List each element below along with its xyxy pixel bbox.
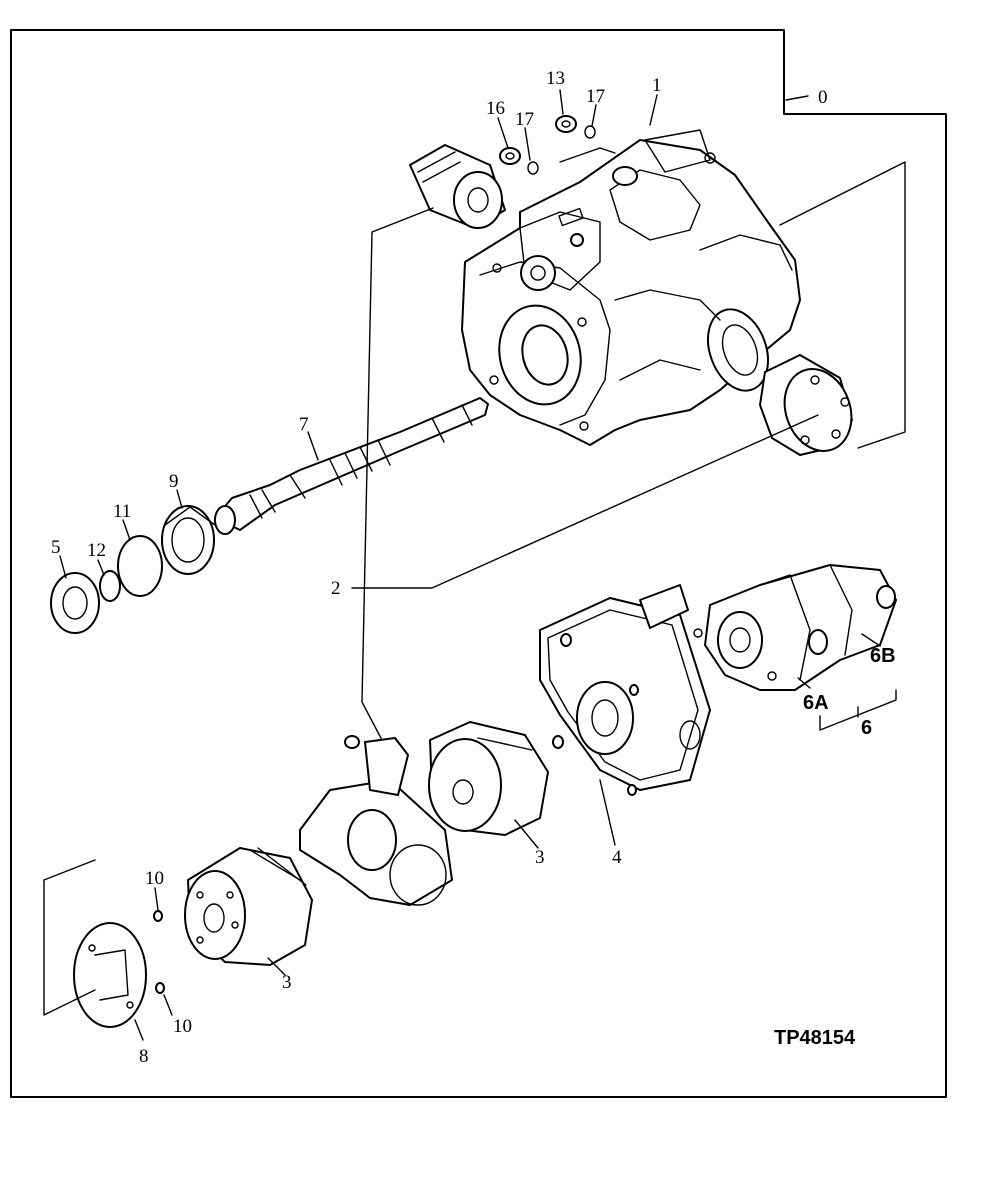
valve-plate xyxy=(73,922,147,1028)
callout-3b: 3 xyxy=(282,972,292,993)
housing-bracket-line xyxy=(779,161,906,449)
callout-6b-leader xyxy=(861,633,881,647)
dowel-pin-lower xyxy=(155,982,165,994)
end-cover xyxy=(539,584,711,796)
callout-7: 7 xyxy=(299,414,309,435)
frame-border xyxy=(10,29,947,1098)
snap-ring-small xyxy=(99,570,121,602)
callout-17b: 17 xyxy=(586,86,605,107)
callout-0-leader xyxy=(785,95,809,101)
callout-8: 8 xyxy=(139,1046,149,1067)
callout-4: 4 xyxy=(612,847,622,868)
callout-6b: 6B xyxy=(870,645,896,667)
callout-10b: 10 xyxy=(173,1016,192,1037)
o-ring-17-left xyxy=(527,161,539,175)
callout-17a: 17 xyxy=(515,109,534,130)
callout-10b-leader xyxy=(163,994,173,1016)
dowel-pin-upper xyxy=(153,910,163,922)
pump-housing xyxy=(461,129,853,456)
callout-16-leader xyxy=(497,117,509,149)
gear-pump xyxy=(693,564,897,691)
shaft-seal xyxy=(50,572,100,634)
callout-9-leader xyxy=(176,489,183,509)
callout-7-leader xyxy=(307,431,319,461)
plug-13 xyxy=(555,115,577,133)
callout-3a: 3 xyxy=(535,847,545,868)
callout-6: 6 xyxy=(861,717,872,739)
cylinder-block-upper xyxy=(428,721,549,836)
callout-13: 13 xyxy=(546,68,565,89)
callout-1: 1 xyxy=(652,75,662,96)
o-ring-17-right xyxy=(584,125,596,139)
callout-12-leader xyxy=(97,559,105,576)
drive-shaft xyxy=(214,397,489,535)
callout-2: 2 xyxy=(331,578,341,599)
valve-plate-bracket xyxy=(43,859,96,1016)
callout-5-leader xyxy=(59,555,67,579)
cylinder-block-lower xyxy=(184,847,313,966)
callout-6a-leader xyxy=(797,677,811,689)
reference-number: TP48154 xyxy=(774,1027,856,1049)
callout-0: 0 xyxy=(818,87,828,108)
callout-10a: 10 xyxy=(145,868,164,889)
callout-6a: 6A xyxy=(803,692,829,714)
callout-9: 9 xyxy=(169,471,179,492)
swash-plate xyxy=(299,735,453,906)
gear-pump-bracket xyxy=(819,689,897,731)
bearing xyxy=(161,505,216,575)
plug-16 xyxy=(499,147,521,165)
callout-11: 11 xyxy=(113,501,131,522)
callout-4-leader xyxy=(599,779,616,846)
callout-5: 5 xyxy=(51,537,61,558)
callout-17b-leader xyxy=(591,104,597,127)
callout-17a-leader xyxy=(524,127,531,161)
snap-ring-large xyxy=(117,535,163,597)
callout-1-leader xyxy=(649,94,658,126)
plug-bracket-line xyxy=(559,147,616,163)
callout-13-leader xyxy=(559,89,564,115)
callout-11-leader xyxy=(122,519,131,541)
servo-piston-top xyxy=(409,144,506,229)
callout-8-leader xyxy=(134,1019,144,1041)
callout-12: 12 xyxy=(87,540,106,561)
servo-link-line xyxy=(361,207,434,741)
callout-16: 16 xyxy=(486,98,505,119)
callout-2-leader xyxy=(351,414,819,589)
callout-3b-leader xyxy=(267,957,286,976)
callout-10a-leader xyxy=(154,887,159,911)
callout-3a-leader xyxy=(514,819,539,849)
